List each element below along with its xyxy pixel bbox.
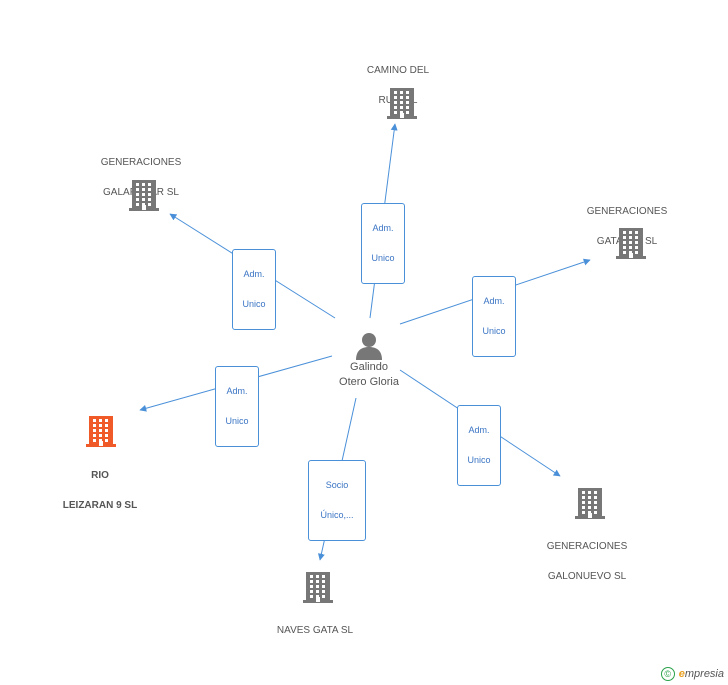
company-label-line1: GENERACIONES [546, 541, 628, 552]
edge-label-rio[interactable]: Adm. Unico [215, 366, 259, 447]
edge-label-line1: Adm. [372, 223, 394, 233]
center-person-name-line2: Otero Gloria [339, 376, 399, 388]
edge-label-line2: Único,... [320, 510, 354, 520]
edge-label-galapagar[interactable]: Adm. Unico [232, 249, 276, 330]
company-label-line1: NAVES GATA SL [276, 625, 354, 636]
edge-label-line2: Unico [371, 253, 395, 263]
brand-logo: empresia [678, 668, 724, 680]
edge-label-line1: Adm. [226, 386, 248, 396]
building-icon [615, 226, 647, 265]
building-icon [128, 178, 160, 217]
footer-brand: © empresia [660, 667, 724, 681]
company-label-line2: GALONUEVO SL [547, 571, 627, 582]
company-label-line2: LEIZARAN 9 SL [62, 500, 138, 511]
edge-label-line2: Unico [482, 326, 506, 336]
company-label-line1: CAMINO DEL [366, 65, 430, 76]
building-icon [85, 414, 117, 453]
edge-label-line1: Adm. [243, 269, 265, 279]
edge-label-line1: Adm. [468, 425, 490, 435]
company-label-line1: GENERACIONES [586, 206, 668, 217]
building-icon [386, 86, 418, 125]
copyright-icon: © [660, 667, 675, 681]
edge-label-line1: Adm. [483, 296, 505, 306]
edge-label-galonuevo[interactable]: Adm. Unico [457, 405, 501, 486]
edge-label-line2: Unico [225, 416, 249, 426]
edge-label-line2: Unico [242, 299, 266, 309]
company-label-line1: RIO [91, 470, 109, 481]
edge-label-line1: Socio [325, 480, 349, 490]
center-person-name-line1: Galindo [350, 361, 388, 373]
company-label-line1: GENERACIONES [100, 157, 182, 168]
center-person-node[interactable]: Galindo Otero Gloria [330, 330, 408, 390]
building-icon [302, 570, 334, 609]
edge-label-camino[interactable]: Adm. Unico [361, 203, 405, 284]
person-icon [356, 333, 382, 360]
edge-label-gatagal[interactable]: Adm. Unico [472, 276, 516, 357]
edge-label-naves[interactable]: Socio Único,... [308, 460, 366, 541]
edge-label-line2: Unico [467, 455, 491, 465]
building-icon [574, 486, 606, 525]
